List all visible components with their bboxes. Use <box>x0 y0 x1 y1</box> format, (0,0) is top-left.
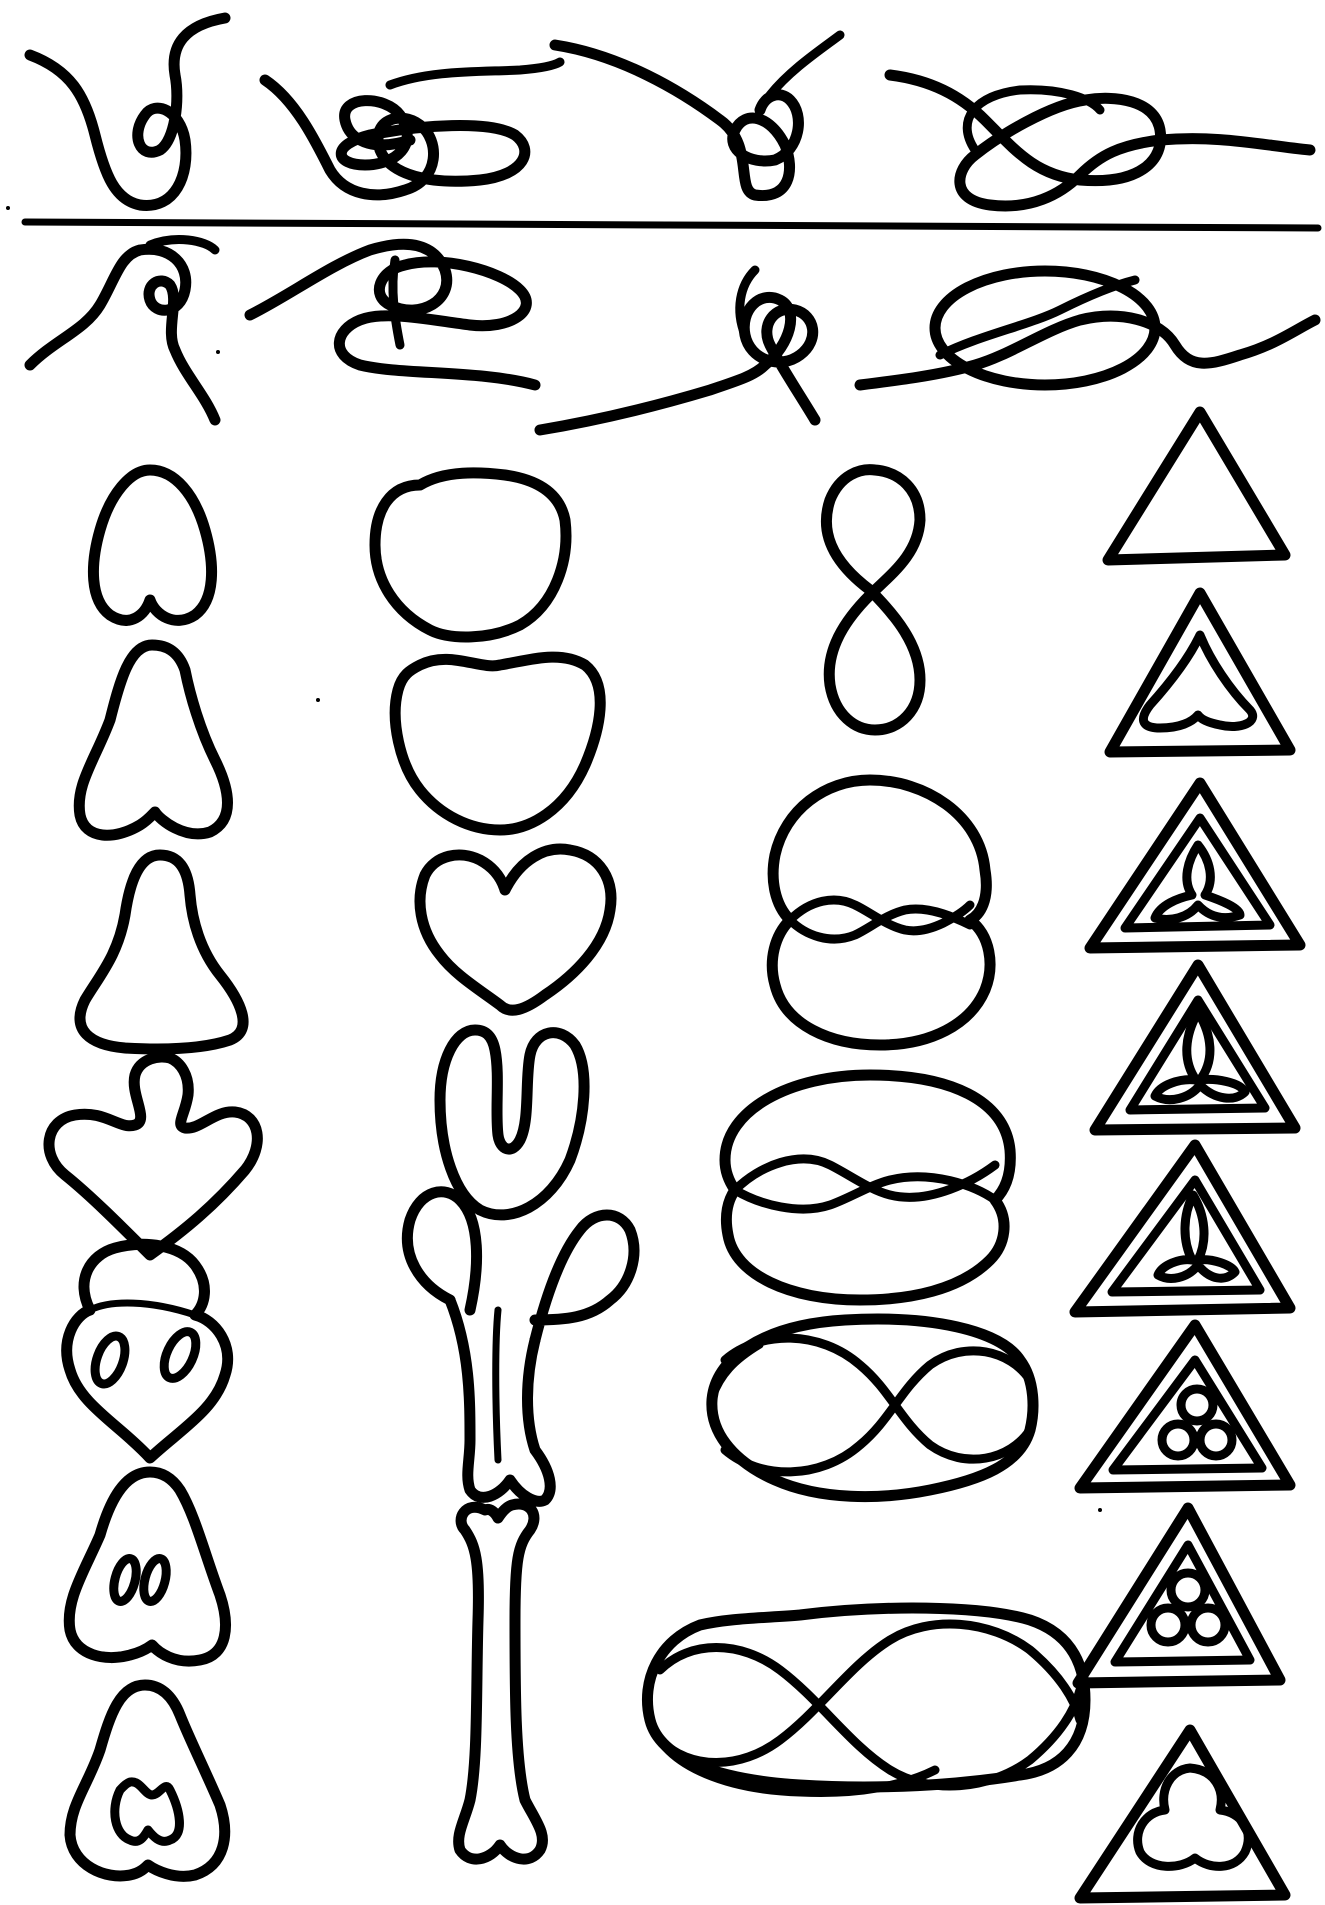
speck <box>216 350 220 354</box>
speck <box>1098 1508 1102 1512</box>
speck <box>316 698 320 702</box>
speck <box>6 206 10 210</box>
